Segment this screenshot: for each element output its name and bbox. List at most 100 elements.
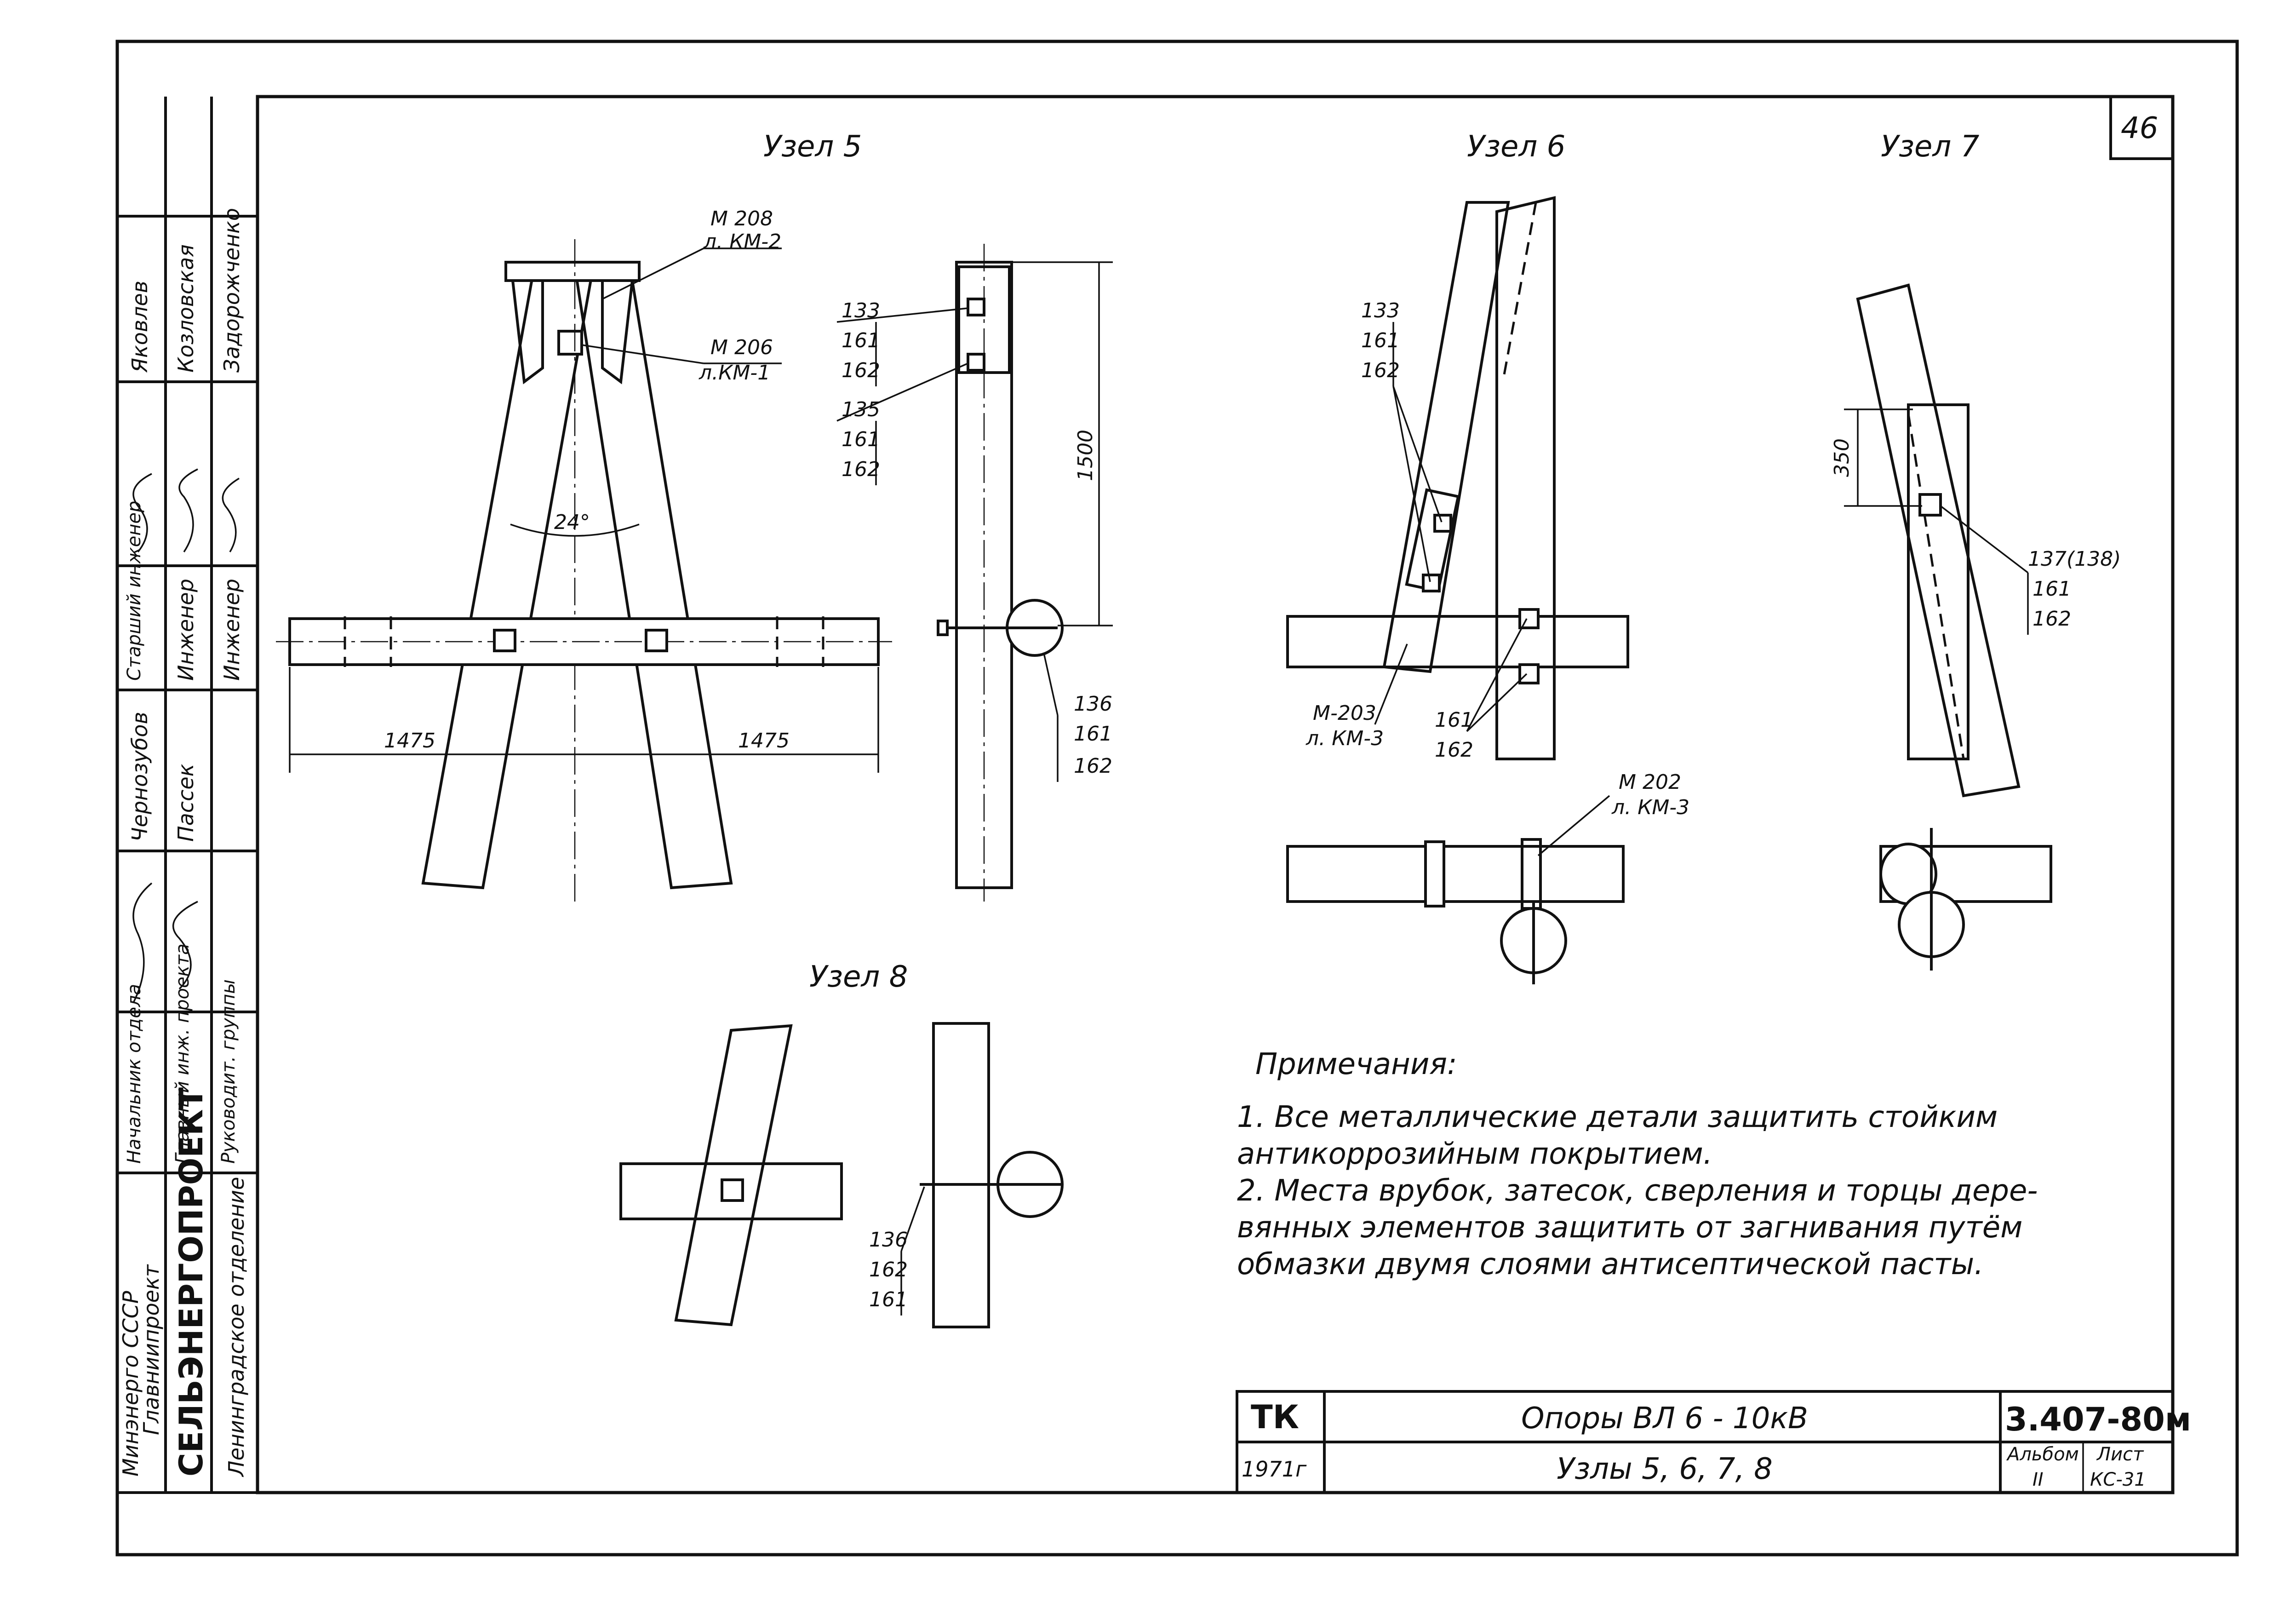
title-block: ТК 1971г Опоры ВЛ 6 - 10кВ Узлы 5, 6, 7,… xyxy=(1236,1390,2191,1494)
node7-dash xyxy=(1907,414,1965,759)
left-stamp: Минэнерго СССР Главниипроект СЕЛЬЭНЕРГОП… xyxy=(117,97,258,1493)
outer-frame xyxy=(115,40,2239,1557)
node5-dim-right: 1475 xyxy=(738,729,790,753)
node8-bolt xyxy=(721,1178,744,1202)
node5-top-plate xyxy=(504,261,641,282)
node6-beam xyxy=(1286,615,1629,668)
node6-cr-1: М 202 xyxy=(1619,770,1681,794)
ls-signature-4 xyxy=(178,468,198,552)
sheet-number: 46 xyxy=(2121,111,2158,145)
node7-title: Узел 7 xyxy=(1881,130,1980,164)
node8-pole xyxy=(674,1024,793,1327)
ls-org-3: СЕЛЬЭНЕРГОПРОЕКТ xyxy=(172,1087,210,1476)
node8-side-post xyxy=(932,1022,990,1328)
node6-gb-leader1 xyxy=(1466,618,1528,732)
node5-callout-top-2: л. КМ-2 xyxy=(703,230,781,253)
node7-post xyxy=(1907,403,1970,760)
node5-g1-leader xyxy=(836,307,968,323)
ls-name-4: Козловская xyxy=(173,244,198,373)
node6: Узел 6 133 161 162 М-203 л. КМ-3 161 162 xyxy=(1286,130,1689,984)
notes-line-2: антикоррозийным покрытием. xyxy=(1237,1137,1712,1171)
node6-callout-bottom: М-203 л. КМ-3 xyxy=(1305,643,1408,750)
node5-g1-b: 161 xyxy=(842,329,880,352)
node5-group3: 136 161 162 xyxy=(1043,653,1112,782)
sheet-number-box xyxy=(2109,95,2174,160)
node8-g-a: 136 xyxy=(869,1228,908,1252)
tb-title-2: Узлы 5, 6, 7, 8 xyxy=(1557,1452,1773,1486)
node5-title: Узел 5 xyxy=(763,130,862,164)
notes-heading: Примечания: xyxy=(1255,1047,1457,1081)
tb-album-label: Альбом xyxy=(2006,1444,2079,1465)
node5-g3-a: 136 xyxy=(1074,692,1112,716)
node6-cb-2: л. КМ-3 xyxy=(1305,727,1384,750)
node5-callout-mid-2: л.КМ-1 xyxy=(699,361,770,385)
ls-name-2: Пассек xyxy=(173,764,198,842)
node6-cr-2: л. КМ-3 xyxy=(1611,796,1689,819)
node8: Узел 8 136 162 161 xyxy=(619,960,1064,1328)
node5-side-bolt2 xyxy=(967,353,985,372)
node5-g2-b: 161 xyxy=(842,428,880,451)
node5-angle: 24° xyxy=(554,511,590,534)
node6-gt-a: 133 xyxy=(1361,299,1400,322)
ls-role-5: Инженер xyxy=(173,579,198,681)
node6-gt-leader1 xyxy=(1392,386,1443,523)
ls-role-6: Инженер xyxy=(219,579,244,681)
node5-group1: 133 161 162 xyxy=(836,299,968,386)
tb-code: ТК xyxy=(1251,1398,1299,1436)
ls-org-1: Минэнерго СССР xyxy=(118,1291,143,1476)
node7-g-c: 162 xyxy=(2033,607,2071,631)
ls-role-1: Начальник отдела xyxy=(124,984,145,1164)
tb-album-value: II xyxy=(2033,1469,2044,1490)
node6-cr-leader xyxy=(1537,795,1610,856)
ls-org-4: Ленинградское отделение xyxy=(224,1177,249,1477)
node6-bolt-a xyxy=(1433,514,1452,533)
ls-role-3: Руководит. группы xyxy=(218,979,239,1164)
node5-right-leg xyxy=(573,265,733,890)
node7-bolt xyxy=(1918,493,1942,517)
node5-g2-c: 162 xyxy=(842,458,880,481)
node6-gb-a: 161 xyxy=(1435,708,1473,732)
ls-org-2: Главниипроект xyxy=(139,1264,164,1435)
notes-line-4: вянных элементов защитить от загнивания … xyxy=(1237,1211,2022,1245)
inner-frame xyxy=(256,95,2175,1494)
node6-title: Узел 6 xyxy=(1467,130,1565,164)
node6-cb-leader xyxy=(1374,643,1408,725)
notes-line-3: 2. Места врубок, затесок, сверления и то… xyxy=(1237,1174,2038,1208)
node6-group-top: 133 161 162 xyxy=(1361,299,1443,582)
node8-crossarm xyxy=(619,1162,843,1220)
node5-side-view: 1500 133 161 162 135 161 162 136 161 162 xyxy=(836,244,1113,902)
node5-angle-arc xyxy=(510,523,640,537)
ls-signature-3 xyxy=(132,473,152,553)
node5-left-leg xyxy=(421,265,595,890)
tb-sheet-value: КС-31 xyxy=(2090,1469,2146,1490)
notes-line-1: 1. Все металлические детали защитить сто… xyxy=(1237,1100,1998,1134)
notes-line-5: обмазки двумя слоями антисептической пас… xyxy=(1237,1247,1983,1281)
node7-strut xyxy=(1856,283,2021,798)
node6-strut-dash xyxy=(1502,202,1537,378)
node5-side-bolt1 xyxy=(967,298,985,316)
node5-g1-c: 162 xyxy=(842,359,880,382)
node5-group2: 135 161 162 xyxy=(836,362,968,485)
node6-gt-leader2 xyxy=(1392,386,1431,582)
node7-g-leader xyxy=(1940,505,2029,574)
ls-name-5: Задорожченко xyxy=(219,208,244,373)
node7-g-a: 137(138) xyxy=(2028,547,2121,571)
node6-plan-strap xyxy=(1521,838,1542,910)
node5-clamp-bolt xyxy=(557,330,583,356)
node5-bolt-right xyxy=(645,629,668,652)
ls-role-4: Старший инженер xyxy=(124,501,145,681)
notes: Примечания: 1. Все металлические детали … xyxy=(1237,1047,2038,1281)
node6-plan-beam xyxy=(1286,845,1625,903)
node5-dim-height: 1500 xyxy=(1074,430,1097,481)
node5-clamp-r xyxy=(601,279,634,385)
node5-dim-left: 1475 xyxy=(384,729,435,753)
node8-group: 136 162 161 xyxy=(869,1186,925,1316)
ls-signature-2 xyxy=(172,901,198,990)
node5-side-nut xyxy=(937,620,949,636)
node6-bolt-b xyxy=(1422,574,1441,592)
node8-g-leader xyxy=(900,1186,925,1252)
node5-callout-mid-1: М 206 xyxy=(710,336,773,359)
node7-dim: 350 xyxy=(1830,438,1854,477)
node5-leader-mid xyxy=(581,344,704,364)
